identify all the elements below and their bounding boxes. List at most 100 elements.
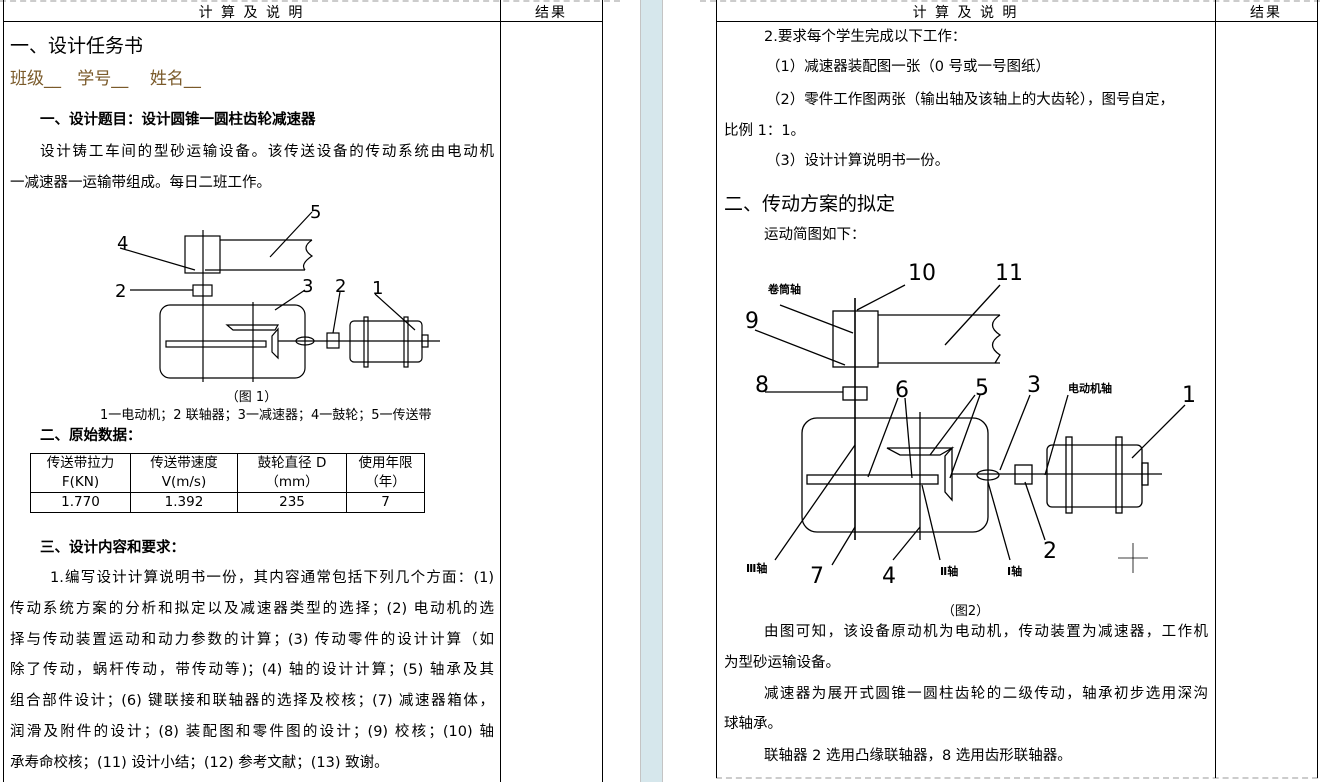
student-fields: 班级__ 学号__ 姓名__ — [10, 69, 201, 89]
table-border — [3, 0, 4, 782]
table-row: 1.770 1.392 235 7 — [30, 492, 425, 513]
conclusion-line: 联轴器 2 选用凸缘联轴器，8 选用齿形联轴器。 — [764, 748, 1072, 764]
motor-flange — [403, 316, 409, 368]
table-header-row: 传送带拉力 F(KN) 传送带速度 V(m/s) 鼓轮直径 D （mm） 使用年限 （年… — [30, 453, 425, 493]
raw-data-table: 传送带拉力 F(KN) 传送带速度 V(m/s) 鼓轮直径 D （mm） 使用年限 （年… — [30, 453, 425, 513]
value-force: 1.770 — [30, 492, 131, 513]
section-title: 二、传动方案的拟定 — [724, 193, 896, 215]
page-gap — [640, 0, 663, 782]
motor-flange — [1115, 436, 1123, 514]
column-divider — [1215, 0, 1216, 778]
label-9: 9 — [745, 309, 759, 334]
page-bottom-edge — [716, 777, 1318, 779]
motor — [1046, 444, 1143, 508]
label-shaft-3: Ⅲ轴 — [746, 561, 767, 575]
figure-1-legend: 1一电动机；2 联轴器；3一减速器；4一鼓轮；5一传送带 — [100, 408, 432, 423]
motor-flange — [363, 316, 369, 368]
value-diameter: 235 — [237, 492, 347, 513]
spur-gear — [165, 340, 267, 348]
bevel-pinion — [271, 327, 279, 360]
belt — [205, 239, 314, 271]
label-5: 5 — [310, 202, 321, 223]
req-line: 1.编写设计计算说明书一份，其内容通常包括下列几个方面：(1) — [50, 570, 494, 586]
label-5: 5 — [975, 376, 989, 401]
bevel-gear — [886, 447, 955, 456]
header-divider — [3, 21, 603, 22]
label-motor-shaft: 电动机轴 — [1068, 381, 1112, 395]
header-result: 结果 — [535, 5, 567, 21]
work-item: （1）减速器装配图一张（0 号或一号图纸） — [766, 59, 1051, 75]
coupling-8 — [842, 386, 868, 401]
bevel-pinion — [944, 446, 953, 502]
label-2: 2 — [1043, 539, 1057, 564]
header-unit: （年） — [365, 474, 406, 490]
page-top-edge — [0, 0, 620, 2]
req-line: 组合部件设计；(6) 键联接和联轴器的选择及校核；(7) 减速器箱体， — [10, 693, 494, 709]
design-topic: 一、设计题目：设计圆锥一圆柱齿轮减速器 — [40, 112, 316, 128]
label-7: 7 — [810, 564, 824, 589]
label-10: 10 — [908, 261, 936, 286]
header-cell: 传送带速度 — [150, 455, 218, 471]
figure-2-diagram: 10 11 9 8 6 5 3 1 2 4 7 卷筒轴 电动机轴 Ⅰ轴 Ⅱ轴 Ⅲ… — [745, 261, 1196, 589]
header-unit: F(KN) — [61, 474, 100, 490]
doc-title: 一、设计任务书 — [10, 35, 144, 57]
value-speed: 1.392 — [130, 492, 238, 513]
header-cell: 使用年限 — [358, 455, 413, 471]
header-result: 结果 — [1250, 5, 1282, 21]
coupling-3 — [976, 469, 1000, 481]
conclusion-line: 由图可知，该设备原动机为电动机，传动装置为减速器，工作机 — [764, 624, 1208, 640]
table-border — [602, 0, 603, 782]
req-line: 承寿命校核；(11) 设计小结；(12) 参考文献；(13) 致谢。 — [10, 755, 389, 771]
req-line: 润滑及附件的设计；(8) 装配图和零件图的设计；(9) 校核；(10) 轴 — [10, 724, 494, 740]
figure-1-diagram: 5 4 2 3 2 1 — [115, 202, 440, 382]
label-8: 8 — [755, 373, 769, 398]
label-shaft-1: Ⅰ轴 — [1007, 564, 1022, 578]
header-cell: 鼓轮直径 D — [257, 455, 327, 471]
label-3: 3 — [1027, 373, 1041, 398]
label-1: 1 — [372, 278, 383, 299]
value-years: 7 — [346, 492, 425, 513]
table-border — [716, 0, 717, 778]
belt — [878, 314, 1002, 364]
header-unit: （mm） — [265, 474, 319, 490]
work-item: （3）设计计算说明书一份。 — [766, 153, 950, 169]
figure-2-caption: （图2） — [941, 604, 990, 619]
coupling — [295, 336, 315, 346]
spur-gear — [806, 474, 939, 485]
label-2: 2 — [115, 281, 126, 302]
label-2: 2 — [335, 276, 346, 297]
crosshair-icon — [1118, 543, 1148, 573]
intro-line: 一减速器一运输带组成。每日二班工作。 — [10, 175, 271, 191]
label-3: 3 — [302, 276, 313, 297]
label-shaft-2: Ⅱ轴 — [940, 564, 958, 578]
section-raw-data: 二、原始数据： — [40, 428, 142, 444]
label-drum-shaft: 卷筒轴 — [767, 282, 801, 296]
bevel-gear — [225, 324, 280, 331]
reducer-housing — [801, 417, 989, 533]
header-cell: 传送带拉力 — [46, 455, 115, 471]
header-divider — [716, 21, 1318, 22]
work-item: 比例 1：1。 — [724, 123, 806, 139]
label-4: 4 — [882, 564, 896, 589]
conclusion-line: 减速器为展开式圆锥一圆柱齿轮的二级传动，轴承初步选用深沟 — [764, 686, 1208, 702]
page-top-edge — [700, 0, 1320, 2]
intro-line: 设计铸工车间的型砂运输设备。该传送设备的传动系统由电动机 — [40, 144, 494, 160]
column-divider — [500, 0, 501, 782]
motor-end — [1141, 462, 1149, 486]
header-unit: V(m/s) — [161, 474, 207, 490]
req-line: 传动系统方案的分析和拟定以及减速器类型的选择；(2) 电动机的选 — [10, 601, 494, 617]
label-1: 1 — [1182, 383, 1196, 408]
figure-1-caption: （图 1） — [225, 390, 278, 405]
label-4: 4 — [117, 233, 128, 254]
motor-flange — [1065, 436, 1073, 514]
req-line: 除了传动，蜗杆传动，带传动等)；(4) 轴的设计计算；(5) 轴承及其 — [10, 662, 494, 678]
conclusion-line: 球轴承。 — [724, 716, 782, 732]
label-6: 6 — [895, 378, 909, 403]
conclusion-line: 为型砂运输设备。 — [724, 655, 840, 671]
leader-lines — [754, 284, 1186, 566]
work-item: （2）零件工作图两张（输出轴及该轴上的大齿轮），图号自定， — [766, 92, 1174, 108]
section-requirements: 三、设计内容和要求： — [40, 540, 185, 556]
req-line: 择与传动装置运动和动力参数的计算；(3) 传动零件的设计计算（如 — [10, 632, 494, 648]
coupling-2 — [1014, 464, 1033, 485]
header-calc: 计 算 及 说 明 — [912, 5, 1019, 21]
